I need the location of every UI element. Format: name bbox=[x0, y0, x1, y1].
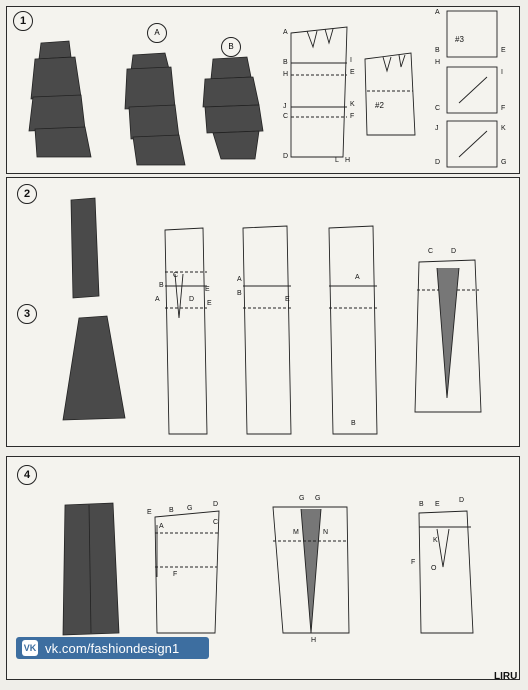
panel-4: 4 E B G bbox=[6, 456, 520, 680]
label-i: I bbox=[350, 57, 352, 64]
panel-number-2: 2 bbox=[17, 184, 37, 204]
label-e: E bbox=[147, 509, 152, 516]
vk-logo-icon: VK bbox=[22, 640, 38, 656]
label-a: A bbox=[283, 29, 288, 36]
vk-url: vk.com/fashiondesign1 bbox=[45, 640, 180, 656]
label-a-right: A bbox=[435, 9, 440, 16]
label-d: D bbox=[451, 248, 457, 255]
skirt-a-sketch bbox=[124, 52, 186, 166]
pattern-piece-3 bbox=[446, 10, 498, 168]
label-m: M bbox=[293, 529, 299, 536]
flared-skirt-sketch bbox=[62, 315, 126, 421]
panel-1: 1 A B bbox=[6, 6, 520, 174]
variant-b-badge: B bbox=[221, 37, 241, 57]
panel-1-drawings bbox=[28, 10, 498, 168]
draft-4a bbox=[154, 510, 220, 634]
skirt-b-sketch bbox=[202, 56, 264, 160]
label-b: B bbox=[159, 282, 164, 289]
label-k: K bbox=[433, 537, 438, 544]
label-j: J bbox=[283, 103, 287, 110]
label-k: K bbox=[350, 101, 355, 108]
label-g1: G bbox=[299, 495, 305, 502]
label-piece-3: #3 bbox=[455, 35, 464, 44]
label-g: G bbox=[187, 505, 193, 512]
label-g-right: G bbox=[501, 159, 507, 166]
variant-a-badge: A bbox=[147, 23, 167, 43]
label-b3: B bbox=[351, 420, 356, 427]
label-b: B bbox=[283, 59, 288, 66]
credit-label: LIRU bbox=[494, 671, 518, 682]
label-c: C bbox=[213, 519, 219, 526]
label-e2: E bbox=[435, 501, 440, 508]
label-i-right: I bbox=[501, 69, 503, 76]
label-a: A bbox=[159, 523, 164, 530]
vk-link[interactable]: VK vk.com/fashiondesign1 bbox=[16, 637, 209, 659]
label-n: N bbox=[323, 529, 329, 536]
draft-2a bbox=[164, 227, 208, 435]
panel-2-3-drawings bbox=[62, 197, 482, 435]
label-d2: D bbox=[459, 497, 465, 504]
label-d2: D bbox=[189, 296, 195, 303]
label-j-right: J bbox=[435, 125, 439, 132]
panel-2-3: 2 3 bbox=[6, 177, 520, 447]
draft-4b bbox=[272, 506, 350, 634]
draft-3-flared bbox=[414, 259, 482, 413]
draft-4c bbox=[418, 510, 474, 634]
label-a3: A bbox=[355, 274, 360, 281]
pattern-piece-2 bbox=[364, 52, 416, 136]
label-c: C bbox=[428, 248, 434, 255]
label-l: L bbox=[335, 157, 339, 164]
label-f: F bbox=[350, 113, 355, 120]
label-d-right: D bbox=[435, 159, 441, 166]
label-e: E bbox=[350, 69, 355, 76]
panel-number: 1 bbox=[13, 11, 33, 31]
label-f2: F bbox=[411, 559, 416, 566]
skirt-draft bbox=[290, 26, 348, 158]
panel-number-3: 3 bbox=[17, 304, 37, 324]
label-c: C bbox=[283, 113, 289, 120]
label-g2: G bbox=[315, 495, 321, 502]
panel-number-4: 4 bbox=[17, 465, 37, 485]
label-h2: H bbox=[345, 157, 351, 164]
draft-2b bbox=[242, 225, 292, 435]
label-e: E bbox=[205, 286, 210, 293]
panel-4-drawings bbox=[62, 502, 474, 636]
label-c2: C bbox=[173, 272, 179, 279]
label-b-right: B bbox=[435, 47, 440, 54]
trouser-skirt-sketch bbox=[62, 502, 120, 636]
label-b2: B bbox=[419, 501, 424, 508]
label-b: B bbox=[169, 507, 174, 514]
label-piece-2: #2 bbox=[375, 101, 384, 110]
tiered-skirt-sketch bbox=[28, 40, 92, 158]
label-a2: A bbox=[237, 276, 242, 283]
label-d: D bbox=[283, 153, 289, 160]
label-f: F bbox=[173, 571, 178, 578]
label-e-right: E bbox=[501, 47, 506, 54]
label-o: O bbox=[431, 565, 437, 572]
label-e2: E bbox=[285, 296, 290, 303]
label-h-right: H bbox=[435, 59, 441, 66]
label-e3: E bbox=[207, 300, 212, 307]
label-h: H bbox=[283, 71, 289, 78]
label-k-right: K bbox=[501, 125, 506, 132]
draft-2c bbox=[328, 225, 378, 435]
pencil-skirt-sketch bbox=[70, 197, 100, 299]
label-a: A bbox=[155, 296, 160, 303]
label-c-right: C bbox=[435, 105, 441, 112]
label-d: D bbox=[213, 501, 219, 508]
label-b2: B bbox=[237, 290, 242, 297]
label-f-right: F bbox=[501, 105, 506, 112]
label-h: H bbox=[311, 637, 317, 644]
